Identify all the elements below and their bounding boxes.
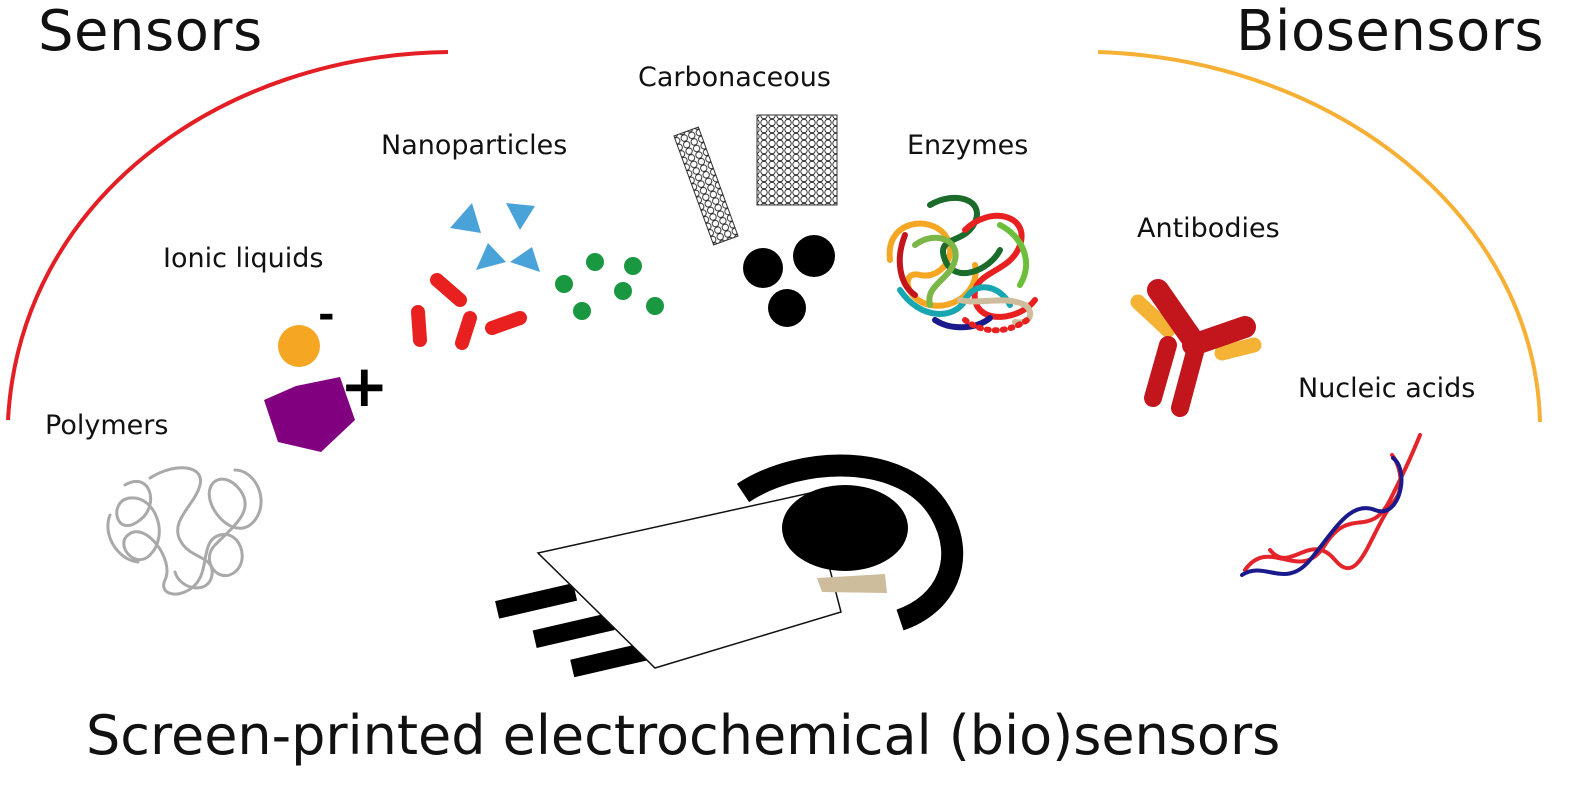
cation-charge: + bbox=[340, 352, 389, 420]
label-ionic-liquids: Ionic liquids bbox=[163, 243, 324, 274]
nanospheres-icon bbox=[555, 253, 664, 320]
carbon-nanotube-icon bbox=[673, 126, 739, 246]
label-nanoparticles: Nanoparticles bbox=[381, 130, 568, 161]
graphene-sheet-icon bbox=[756, 114, 838, 206]
carbon-black-icon bbox=[743, 235, 835, 327]
nanotriangles-icon bbox=[450, 203, 540, 272]
footer-title: Screen-printed electrochemical (bio)sens… bbox=[86, 704, 1281, 767]
label-enzymes: Enzymes bbox=[907, 130, 1029, 161]
label-nucleic-acids: Nucleic acids bbox=[1298, 373, 1476, 404]
label-polymers: Polymers bbox=[45, 410, 169, 441]
biosensors-arc bbox=[1097, 50, 1542, 423]
enzyme-protein-icon bbox=[886, 194, 1038, 334]
screen-printed-electrode-icon bbox=[495, 454, 964, 678]
polymer-chain-icon bbox=[106, 466, 263, 596]
label-carbonaceous: Carbonaceous bbox=[638, 62, 831, 93]
sensors-arc bbox=[6, 50, 449, 421]
anion-charge: - bbox=[318, 292, 335, 338]
antibody-icon bbox=[1130, 279, 1262, 417]
cation-hexagon-icon bbox=[264, 377, 355, 452]
biosensors-heading: Biosensors bbox=[1236, 0, 1544, 64]
nanorods-icon bbox=[411, 273, 527, 350]
anion-icon bbox=[278, 325, 320, 367]
label-antibodies: Antibodies bbox=[1137, 213, 1280, 244]
dna-double-helix-icon bbox=[1240, 433, 1422, 577]
sensors-heading: Sensors bbox=[38, 0, 263, 64]
